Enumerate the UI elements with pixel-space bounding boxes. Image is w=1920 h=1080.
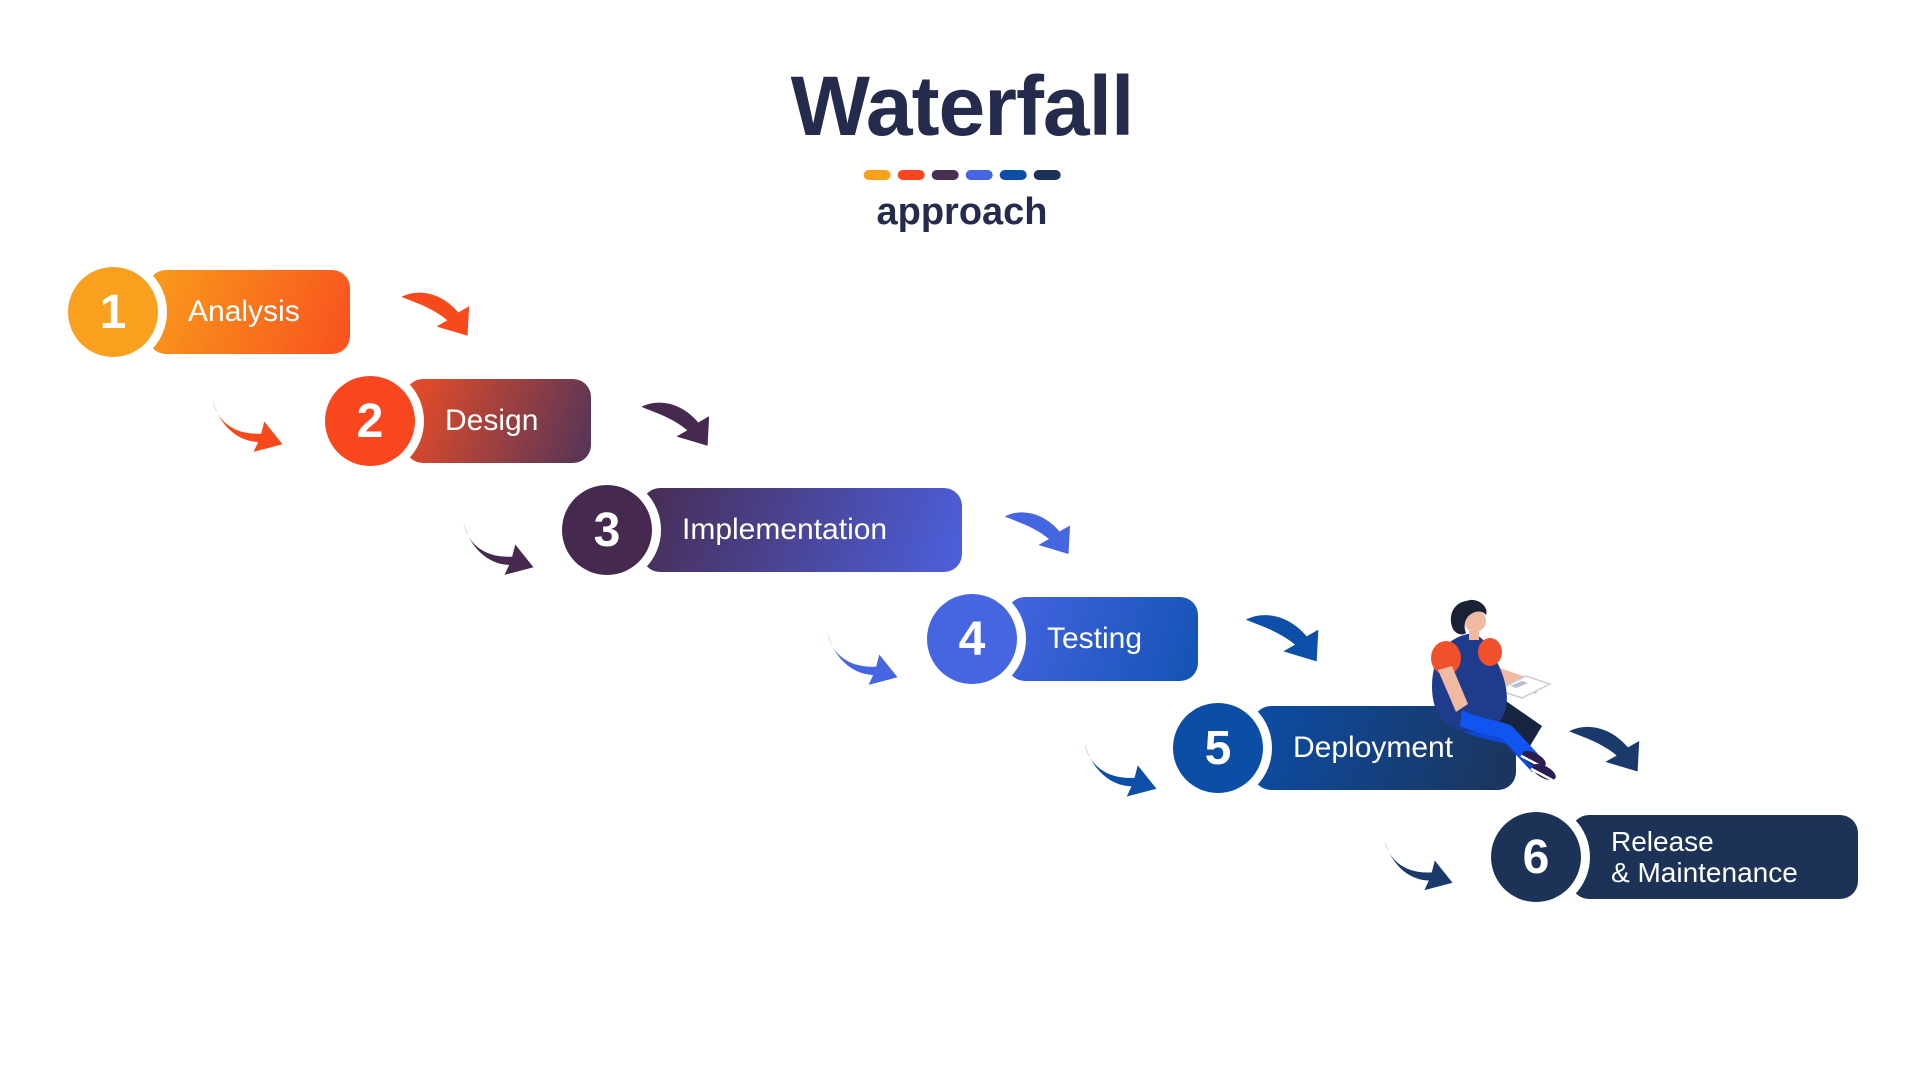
person-arm-front: [1438, 666, 1468, 712]
step-number: 2: [356, 394, 384, 448]
divider-dash: [863, 170, 891, 180]
step-bar-implementation: Implementation: [642, 488, 962, 572]
header: Waterfall approach: [790, 59, 1135, 236]
flow-arrow-icon: [637, 396, 719, 452]
step-number-badge-4: 4: [927, 594, 1017, 684]
person-book: [1496, 675, 1552, 699]
person-leg-front: [1460, 710, 1538, 764]
person-shoe: [1530, 763, 1556, 782]
step-label: Deployment: [1293, 731, 1454, 765]
person-book-pages: [1510, 681, 1528, 688]
flow-arrow-icon: [1243, 608, 1327, 668]
step-bar-testing: Testing: [1007, 597, 1198, 681]
person-sleeve-left: [1431, 641, 1461, 675]
person-neck: [1469, 626, 1479, 640]
flow-arrow-icon: [1000, 506, 1080, 560]
person-face: [1464, 610, 1486, 632]
step-number-badge-6: 6: [1491, 812, 1581, 902]
step-number-badge-5: 5: [1173, 703, 1263, 793]
step-bar-release-maintenance: Release& Maintenance: [1571, 815, 1858, 899]
page-title: Waterfall: [790, 59, 1135, 153]
divider-dash: [1033, 170, 1061, 180]
step-number: 3: [593, 503, 621, 557]
person-sleeve-right: [1478, 638, 1502, 666]
step-bar-design: Design: [405, 379, 591, 463]
person-illustration: [1431, 599, 1556, 782]
step-bar-analysis: Analysis: [148, 270, 350, 354]
page-subtitle: approach: [876, 191, 1048, 233]
divider-dash: [999, 170, 1027, 180]
step-bar-deployment: Deployment: [1253, 706, 1516, 790]
step-number: 4: [958, 612, 986, 666]
flow-arrow-icon: [1080, 740, 1158, 800]
step-label: Implementation: [682, 513, 888, 547]
divider-dash: [931, 170, 959, 180]
divider-dash: [965, 170, 993, 180]
step-label: Testing: [1047, 622, 1143, 656]
step-number-badge-1: 1: [68, 267, 158, 357]
step-number: 6: [1522, 830, 1550, 884]
step-label: Release: [1611, 825, 1714, 857]
step-label: Design: [445, 404, 539, 438]
step-label-line2: & Maintenance: [1611, 857, 1798, 888]
person-hair: [1450, 599, 1487, 635]
flow-arrow-icon: [823, 629, 899, 689]
flow-arrow-icon: [397, 286, 479, 342]
flow-arrow-icon: [1565, 720, 1649, 778]
title-divider: [791, 170, 1134, 180]
divider-dash: [897, 170, 925, 180]
flow-arrow-icon: [208, 394, 284, 458]
step-number-badge-3: 3: [562, 485, 652, 575]
flow-arrow-icon: [459, 517, 535, 581]
step-number-badge-2: 2: [325, 376, 415, 466]
step-number: 1: [99, 285, 127, 339]
flow-arrow-icon: [1380, 834, 1454, 896]
step-label: Analysis: [188, 295, 300, 329]
step-number: 5: [1204, 721, 1232, 775]
